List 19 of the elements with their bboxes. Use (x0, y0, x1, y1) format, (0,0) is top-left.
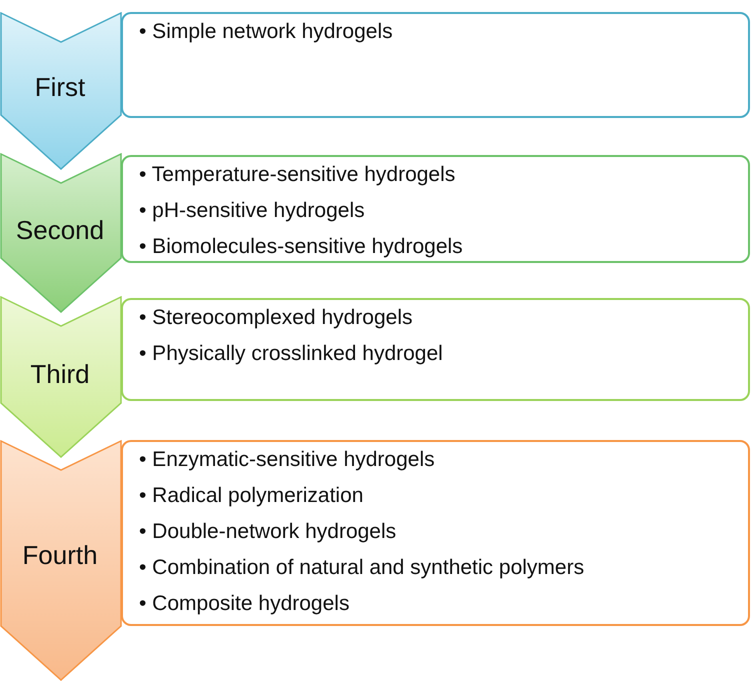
list-item: • Enzymatic-sensitive hydrogels (139, 447, 436, 473)
text-box (121, 298, 750, 401)
list-item: • Stereocomplexed hydrogels (139, 305, 414, 331)
stage-label: Fourth (21, 540, 99, 571)
list-item: • Simple network hydrogels (139, 19, 394, 45)
text-box (121, 155, 750, 263)
stage-label: Third (29, 359, 91, 390)
list-item: • Physically crosslinked hydrogel (139, 341, 444, 367)
list-item: • Double-network hydrogels (139, 519, 398, 545)
list-item: • Composite hydrogels (139, 591, 350, 617)
stage-label: First (34, 72, 86, 103)
text-box (121, 12, 750, 118)
list-item: • Combination of natural and synthetic polymers (139, 555, 586, 581)
list-item: • pH-sensitive hydrogels (139, 198, 366, 224)
list-item: • Radical polymerization (139, 483, 364, 509)
list-item: • Temperature-sensitive hydrogels (139, 162, 456, 188)
list-item: • Biomolecules-sensitive hydrogels (139, 234, 464, 260)
text-box (121, 440, 750, 626)
stage-label: Second (14, 215, 106, 246)
